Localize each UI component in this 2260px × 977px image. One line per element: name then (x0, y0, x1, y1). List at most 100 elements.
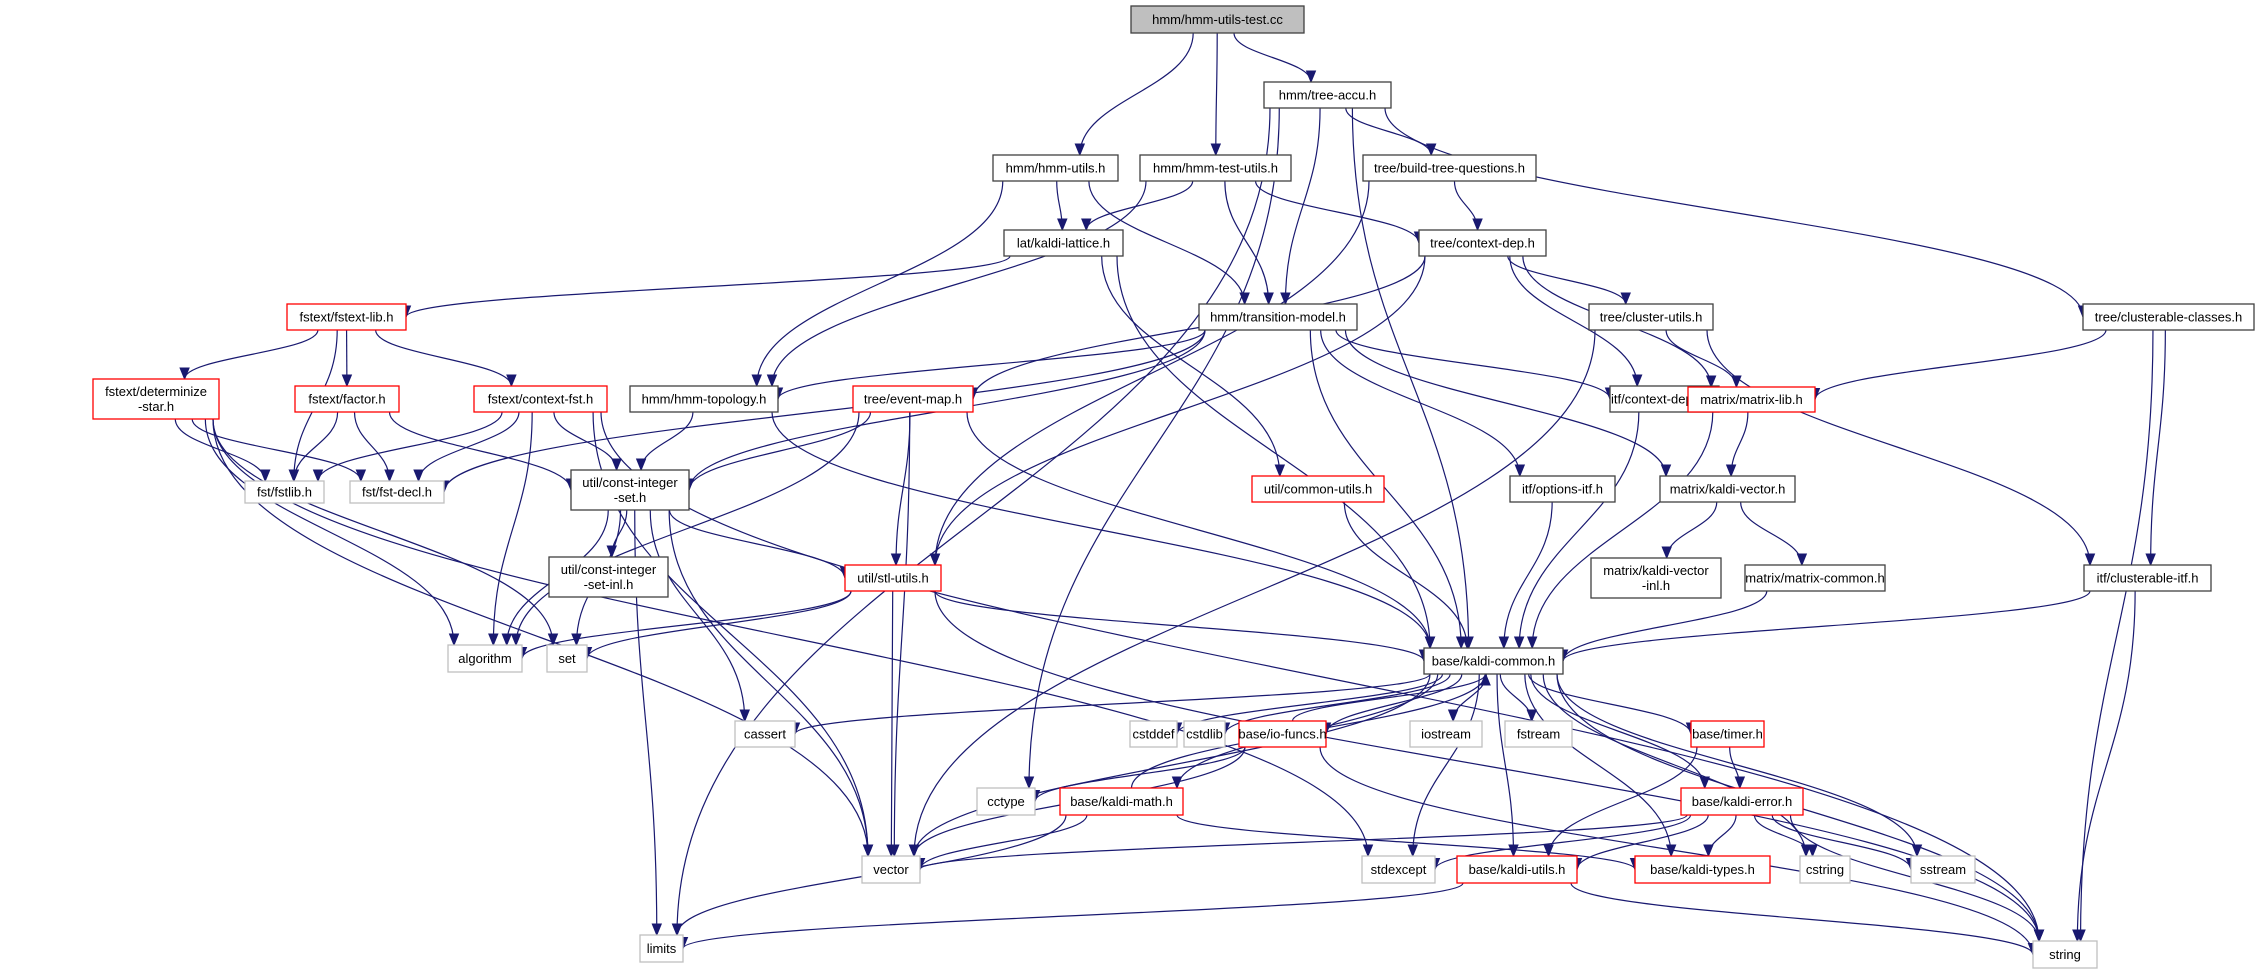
edge-transition_model-to-hmm_topology (777, 329, 1206, 400)
edge-root-to-hmm_test_utils (1215, 32, 1218, 156)
node-set[interactable]: set (546, 644, 588, 673)
node-fstext-factor-h[interactable]: fstext/factor.h (294, 385, 400, 413)
arrowhead-icon (1305, 70, 1317, 84)
node-iostream[interactable]: iostream (1409, 720, 1483, 748)
arrowhead-icon (1274, 464, 1286, 478)
node-box (1509, 475, 1616, 503)
node-hmm-hmm-topology-h[interactable]: hmm/hmm-topology.h (629, 385, 779, 413)
node-hmm-hmm-test-utils-h[interactable]: hmm/hmm-test-utils.h (1139, 154, 1292, 182)
node-itf-options-itf-h[interactable]: itf/options-itf.h (1509, 475, 1616, 503)
node-box (1456, 855, 1578, 884)
node-algorithm[interactable]: algorithm (447, 644, 523, 673)
node-box (976, 787, 1036, 816)
node-itf-clusterable-itf-h[interactable]: itf/clusterable-itf.h (2083, 564, 2212, 592)
arrowhead-icon (1620, 292, 1631, 306)
node-box (1263, 81, 1392, 109)
arrowhead-icon (651, 923, 663, 937)
arrowhead-icon (1526, 636, 1538, 650)
arrowhead-icon (862, 844, 874, 858)
arrowhead-icon (766, 374, 778, 388)
node-box (2082, 303, 2255, 331)
node-util-stl-utils-h[interactable]: util/stl-utils.h (844, 564, 942, 592)
node-fstream[interactable]: fstream (1504, 720, 1573, 748)
node-fstext-determinize-star-h[interactable]: fstext/determinize-star.h (92, 378, 220, 420)
node-cassert[interactable]: cassert (734, 720, 796, 748)
node-cstddef[interactable]: cstddef (1129, 720, 1178, 748)
edge-event_map-to-const_int_set (688, 411, 872, 491)
node-tree-event-map-h[interactable]: tree/event-map.h (852, 385, 974, 413)
node-cstdlib[interactable]: cstdlib (1183, 720, 1226, 748)
edge-context_fst-to-algorithm (492, 411, 533, 646)
node-matrix-matrix-common-h[interactable]: matrix/matrix-common.h (1744, 564, 1886, 592)
edge-const_int_set-to-cassert (649, 509, 746, 722)
node-string[interactable]: string (2032, 940, 2098, 969)
node-cctype[interactable]: cctype (976, 787, 1036, 816)
node-base-kaldi-error-h[interactable]: base/kaldi-error.h (1680, 787, 1804, 816)
node-util-common-utils-h[interactable]: util/common-utils.h (1251, 475, 1385, 503)
node-base-timer-h[interactable]: base/timer.h (1690, 720, 1765, 748)
node-label: -set-inl.h (584, 577, 634, 592)
node-box (1409, 720, 1483, 748)
node-fstext-fstext-lib-h[interactable]: fstext/fstext-lib.h (286, 303, 407, 331)
edge-kaldi_error-to-stdexcept (1434, 814, 1692, 870)
node-hmm-tree-accu-h[interactable]: hmm/tree-accu.h (1263, 81, 1392, 109)
node-hmm-hmm-utils-h[interactable]: hmm/hmm-utils.h (992, 154, 1119, 182)
arrowhead-icon (739, 709, 750, 723)
node-matrix-kaldi-vector-h[interactable]: matrix/kaldi-vector.h (1659, 475, 1796, 503)
arrowhead-icon (1447, 709, 1459, 723)
edge-tree_accu-to-kaldi_common (1351, 107, 1470, 649)
edge-determinize_star-to-set (212, 418, 554, 646)
arrowhead-icon (1280, 292, 1291, 306)
node-util-const-integer-set-h[interactable]: util/const-integer-set.h (570, 469, 690, 511)
node-tree-clusterable-classes-h[interactable]: tree/clusterable-classes.h (2082, 303, 2255, 331)
node-sstream[interactable]: sstream (1910, 855, 1976, 884)
node-base-kaldi-common-h[interactable]: base/kaldi-common.h (1423, 647, 1564, 675)
node-base-kaldi-utils-h[interactable]: base/kaldi-utils.h (1456, 855, 1578, 884)
node-base-kaldi-types-h[interactable]: base/kaldi-types.h (1634, 855, 1771, 884)
arrowhead-icon (506, 374, 517, 388)
node-box (244, 480, 325, 504)
node-lat-kaldi-lattice-h[interactable]: lat/kaldi-lattice.h (1003, 229, 1124, 257)
node-label: matrix/kaldi-vector.h (1670, 482, 1786, 497)
node-vector[interactable]: vector (861, 855, 921, 884)
node-tree-build-tree-questions-h[interactable]: tree/build-tree-questions.h (1362, 154, 1537, 182)
node-base-kaldi-math-h[interactable]: base/kaldi-math.h (1059, 787, 1184, 816)
node-tree-context-dep-h[interactable]: tree/context-dep.h (1418, 229, 1547, 257)
node-matrix-matrix-lib-h[interactable]: matrix/matrix-lib.h (1687, 386, 1816, 413)
node-box (1423, 647, 1564, 675)
edge-io_funcs-to-string (1319, 746, 2034, 955)
edge-determinize_star-to-fstlib (174, 418, 266, 482)
arrowhead-icon (1472, 218, 1483, 232)
arrowhead-icon (259, 469, 271, 483)
node-label: cstring (1806, 862, 1844, 877)
edge-clusterable_classes-to-clusterable_itf (2150, 329, 2166, 566)
edge-transition_model-to-options_itf (1320, 329, 1521, 477)
node-tree-cluster-utils-h[interactable]: tree/cluster-utils.h (1588, 303, 1714, 331)
node-label: limits (647, 941, 677, 956)
node-hmm-transition-model-h[interactable]: hmm/transition-model.h (1198, 303, 1358, 331)
arrowhead-icon (510, 633, 522, 647)
node-limits[interactable]: limits (639, 934, 684, 963)
node-stdexcept[interactable]: stdexcept (1361, 855, 1436, 884)
arrowhead-icon (1543, 844, 1554, 858)
node-util-const-integer-set-inl-h[interactable]: util/const-integer-set-inl.h (548, 556, 669, 598)
edge-transition_model-to-kaldi_common (1309, 329, 1462, 649)
node-hmm-hmm-utils-test-cc[interactable]: hmm/hmm-utils-test.cc (1130, 5, 1305, 34)
node-fstext-context-fst-h[interactable]: fstext/context-fst.h (473, 385, 608, 413)
edge-hmm_utils-to-hmm_topology (756, 180, 1004, 387)
node-label: base/kaldi-error.h (1692, 794, 1792, 809)
node-base-io-funcs-h[interactable]: base/io-funcs.h (1238, 720, 1327, 748)
node-fst-fst-decl-h[interactable]: fst/fst-decl.h (349, 480, 445, 504)
edge-tree_accu-to-cctype (1028, 107, 1280, 789)
node-cstring[interactable]: cstring (1799, 855, 1851, 884)
node-box (639, 934, 684, 963)
arrowhead-icon (1705, 375, 1717, 389)
arrowhead-icon (384, 469, 395, 483)
node-matrix-kaldi-vector-inl-h[interactable]: matrix/kaldi-vector-inl.h (1590, 557, 1722, 599)
node-label: base/kaldi-math.h (1070, 794, 1173, 809)
node-label: tree/build-tree-questions.h (1374, 161, 1525, 176)
node-fst-fstlib-h[interactable]: fst/fstlib.h (244, 480, 325, 504)
node-box (1059, 787, 1184, 816)
arrowhead-icon (1526, 709, 1537, 723)
edge-kaldi_error-to-sstream (1771, 814, 1912, 870)
